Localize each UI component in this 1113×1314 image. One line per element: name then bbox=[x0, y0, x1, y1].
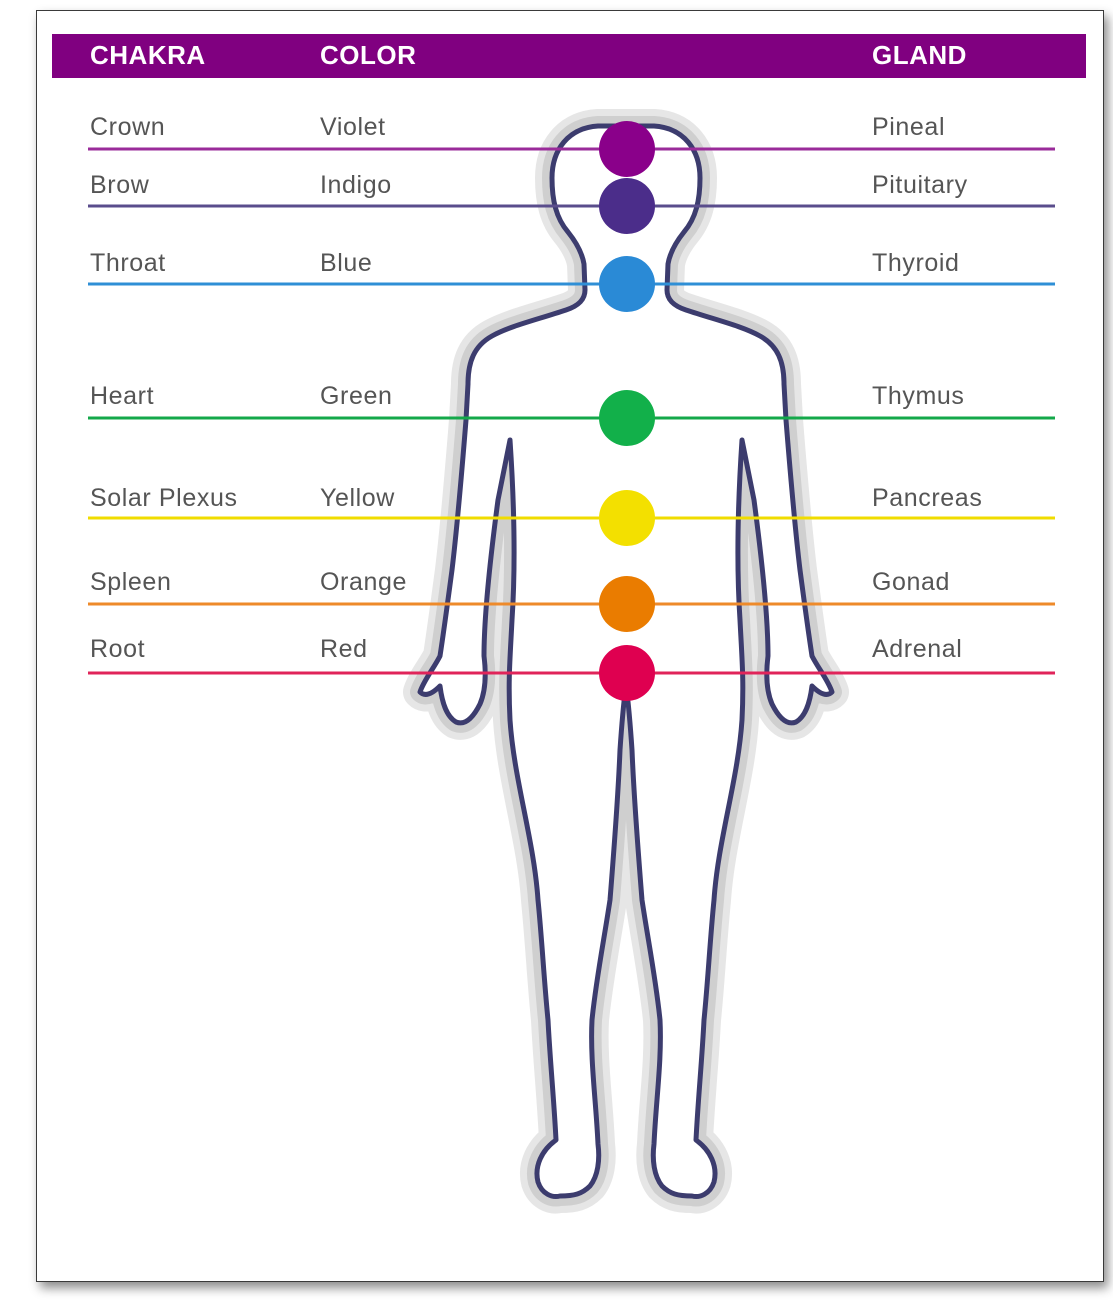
chakra-gland-throat: Thyroid bbox=[872, 249, 960, 278]
chakra-name-brow: Brow bbox=[90, 171, 149, 200]
chakra-name-throat: Throat bbox=[90, 249, 166, 278]
chakra-name-heart: Heart bbox=[90, 382, 154, 411]
chakra-name-spleen: Spleen bbox=[90, 568, 171, 597]
chakra-dot-brow bbox=[599, 178, 655, 234]
chakra-color-solar-plexus: Yellow bbox=[320, 484, 395, 513]
chakra-color-root: Red bbox=[320, 635, 368, 664]
chakra-gland-root: Adrenal bbox=[872, 635, 962, 664]
chakra-dot-root bbox=[599, 645, 655, 701]
chakra-gland-spleen: Gonad bbox=[872, 568, 950, 597]
chakra-gland-crown: Pineal bbox=[872, 113, 945, 142]
chakra-gland-solar-plexus: Pancreas bbox=[872, 484, 982, 513]
chakra-dot-throat bbox=[599, 256, 655, 312]
chakra-color-brow: Indigo bbox=[320, 171, 392, 200]
chakra-color-heart: Green bbox=[320, 382, 392, 411]
chakra-name-crown: Crown bbox=[90, 113, 165, 142]
chakra-color-throat: Blue bbox=[320, 249, 372, 278]
chakra-gland-heart: Thymus bbox=[872, 382, 965, 411]
chakra-color-spleen: Orange bbox=[320, 568, 407, 597]
chakra-dot-heart bbox=[599, 390, 655, 446]
chakra-dot-crown bbox=[599, 121, 655, 177]
chakra-dot-solar-plexus bbox=[599, 490, 655, 546]
chakra-name-solar-plexus: Solar Plexus bbox=[90, 484, 238, 513]
chakra-color-crown: Violet bbox=[320, 113, 386, 142]
chakra-name-root: Root bbox=[90, 635, 145, 664]
chakra-dot-spleen bbox=[599, 576, 655, 632]
chakra-gland-brow: Pituitary bbox=[872, 171, 968, 200]
